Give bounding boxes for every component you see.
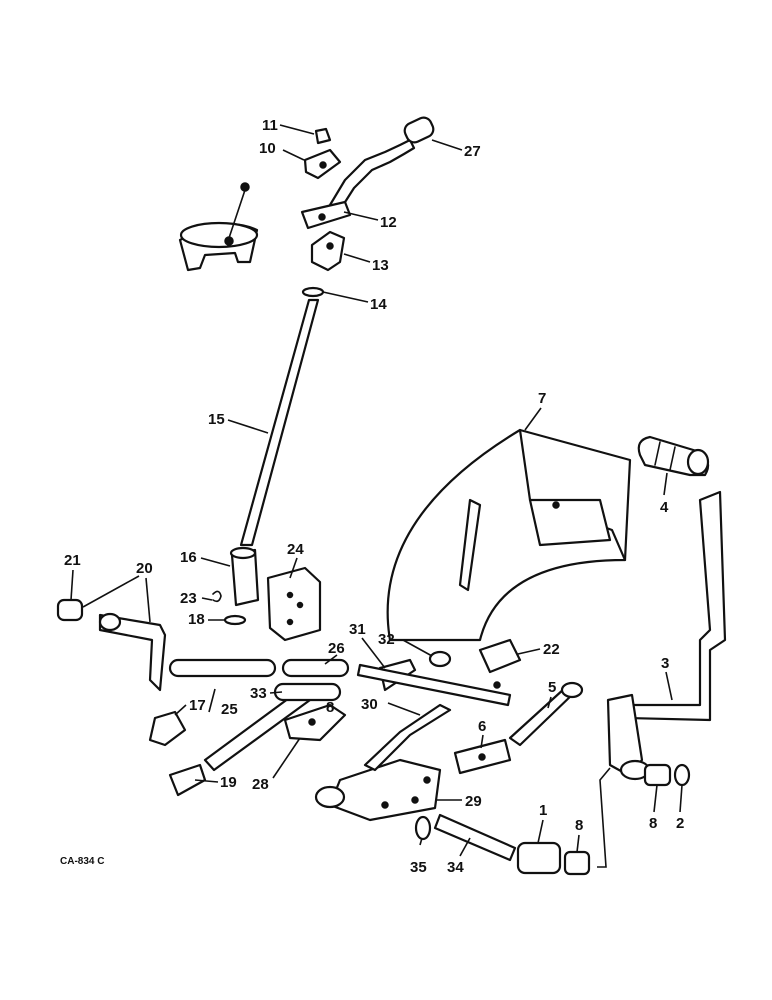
select-lever — [356, 638, 522, 707]
bushing-21 — [56, 598, 84, 622]
bracket-hole — [319, 161, 327, 169]
lever-yoke — [300, 200, 352, 230]
callout-17: 17 — [189, 697, 206, 714]
drawing-code: CA-834 C — [60, 856, 104, 867]
bushing-22 — [478, 638, 522, 674]
callout-12: 12 — [380, 214, 397, 231]
leader-lines — [70, 124, 683, 868]
o-ring — [301, 286, 325, 298]
bolt-32 — [428, 650, 452, 668]
center-links — [273, 658, 350, 702]
callout-6: 6 — [478, 718, 486, 735]
callout-34: 34 — [447, 859, 464, 876]
callout-22: 22 — [543, 641, 560, 658]
fender-shield — [386, 428, 632, 642]
callout-1: 1 — [539, 802, 547, 819]
callout-8-lower: 8 — [575, 817, 583, 834]
callout-18: 18 — [188, 611, 205, 628]
callout-25: 25 — [221, 701, 238, 718]
callout-24: 24 — [287, 541, 304, 558]
handle-grip — [637, 435, 710, 477]
bushing-1 — [516, 841, 562, 875]
bracket-plate — [266, 566, 322, 642]
callout-23: 23 — [180, 590, 197, 607]
rod-26 — [281, 658, 350, 678]
bushing-8 — [643, 763, 672, 787]
callout-29: 29 — [465, 793, 482, 810]
snap-ring — [212, 590, 222, 603]
dust-cover — [178, 182, 259, 272]
callout-8-upper: 8 — [326, 699, 334, 716]
pin-19 — [168, 763, 207, 797]
support-bracket — [314, 703, 452, 822]
washer-35 — [414, 815, 432, 841]
shift-rod — [239, 298, 320, 547]
nut — [314, 127, 332, 145]
callout-labels: 11 10 27 12 13 14 15 16 23 18 24 20 21 2… — [60, 117, 684, 876]
bushing-8-lower — [563, 850, 591, 876]
callout-20: 20 — [136, 560, 153, 577]
callout-7: 7 — [538, 390, 546, 407]
lower-washer — [223, 614, 247, 626]
callout-5: 5 — [548, 679, 556, 696]
pin-34 — [433, 813, 517, 862]
shift-lever-arm — [328, 138, 416, 212]
bellcrank-20 — [98, 613, 167, 692]
callout-4: 4 — [660, 499, 669, 516]
callout-3: 3 — [661, 655, 669, 672]
callout-33: 33 — [250, 685, 267, 702]
callout-13: 13 — [372, 257, 389, 274]
shift-knob — [403, 116, 435, 144]
callout-35: 35 — [410, 859, 427, 876]
callout-8-right: 8 — [649, 815, 657, 832]
shift-handle — [606, 490, 727, 787]
shift-rod-assembly — [212, 230, 346, 626]
callout-27: 27 — [464, 143, 481, 160]
left-linkage — [56, 598, 347, 797]
callout-15: 15 — [208, 411, 225, 428]
callout-19: 19 — [220, 774, 237, 791]
callout-10: 10 — [259, 140, 276, 157]
callout-16: 16 — [180, 549, 197, 566]
callout-11: 11 — [262, 117, 278, 134]
rod-socket — [310, 230, 346, 272]
shield-slot — [458, 498, 482, 592]
callout-30: 30 — [361, 696, 378, 713]
callout-21: 21 — [64, 552, 81, 569]
callout-26: 26 — [328, 640, 345, 657]
rod-33 — [273, 682, 342, 702]
yoke-hole — [318, 213, 326, 221]
callout-28: 28 — [252, 776, 269, 793]
rod-5 — [508, 686, 577, 747]
rods-5-6 — [453, 681, 584, 775]
washer-2 — [673, 763, 691, 787]
callout-2: 2 — [676, 815, 684, 832]
callout-32: 32 — [378, 631, 395, 648]
callout-31: 31 — [349, 621, 366, 638]
callout-14: 14 — [370, 296, 387, 313]
bracket-plate-30 — [363, 703, 452, 772]
shift-lever-assembly — [300, 116, 435, 230]
clip-17 — [148, 710, 187, 747]
bottom-parts — [414, 813, 591, 876]
rod-end — [168, 658, 277, 678]
